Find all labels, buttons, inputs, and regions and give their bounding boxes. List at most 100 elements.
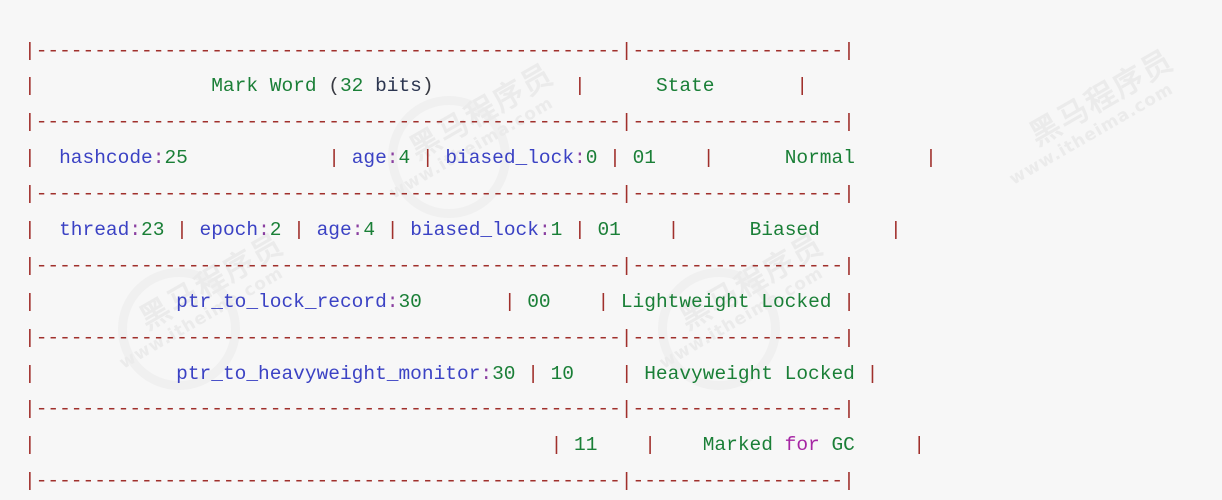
field-name: age <box>317 219 352 241</box>
open-paren-glyph: ( <box>328 75 340 97</box>
pipe-glyph: | <box>890 219 902 241</box>
field-name: ptr_to_heavyweight_monitor <box>176 363 480 385</box>
pad <box>516 363 528 385</box>
pipe-glyph: | <box>703 147 715 169</box>
colon-glyph: : <box>387 147 399 169</box>
pad <box>188 219 200 241</box>
pad <box>656 434 703 456</box>
pad <box>551 291 598 313</box>
pad <box>586 219 598 241</box>
lock-bits: 10 <box>551 363 574 385</box>
state-label-after: GC <box>831 434 854 456</box>
lock-bits: 00 <box>527 291 550 313</box>
pipe-glyph: | <box>24 219 36 241</box>
pipe-glyph: | <box>843 291 855 313</box>
separator-row: |---------------------------------------… <box>24 392 937 428</box>
pipe-glyph: | <box>574 219 586 241</box>
pad <box>621 147 633 169</box>
pipe-glyph: | <box>609 147 621 169</box>
pipe-glyph: | <box>551 434 563 456</box>
field-width: 30 <box>492 363 515 385</box>
pad <box>621 219 668 241</box>
separator-row: |---------------------------------------… <box>24 34 937 70</box>
pad <box>305 219 317 241</box>
table-row: | ptr_to_lock_record:30 | 00 | Lightweig… <box>24 285 937 321</box>
table-row: | thread:23 | epoch:2 | age:4 | biased_l… <box>24 213 937 249</box>
header-state: State <box>656 75 715 97</box>
colon-glyph: : <box>129 219 141 241</box>
separator-row: |---------------------------------------… <box>24 177 937 213</box>
pipe-glyph: | <box>527 363 539 385</box>
separator-line: |---------------------------------------… <box>24 398 855 420</box>
separator-line: |---------------------------------------… <box>24 183 855 205</box>
field-width: 30 <box>398 291 421 313</box>
pipe-glyph: | <box>597 291 609 313</box>
pipe-glyph: | <box>328 147 340 169</box>
pad <box>574 363 621 385</box>
separator-row: |---------------------------------------… <box>24 464 937 500</box>
field-name: biased_lock <box>410 219 539 241</box>
pipe-glyph: | <box>422 147 434 169</box>
pipe-glyph: | <box>668 219 680 241</box>
pad <box>855 434 914 456</box>
pad <box>679 219 749 241</box>
lock-bits: 01 <box>597 219 620 241</box>
state-label: Normal <box>785 147 855 169</box>
field-name: ptr_to_lock_record <box>176 291 387 313</box>
pad <box>36 291 176 313</box>
pipe-glyph: | <box>24 75 36 97</box>
pad <box>188 147 328 169</box>
header-bits-value: 32 <box>340 75 363 97</box>
pad <box>36 219 59 241</box>
field-width: 4 <box>399 147 411 169</box>
field-width: 0 <box>586 147 598 169</box>
colon-glyph: : <box>153 147 165 169</box>
pad <box>516 291 528 313</box>
pad <box>597 147 609 169</box>
pipe-glyph: | <box>913 434 925 456</box>
pipe-glyph: | <box>621 363 633 385</box>
state-label: Biased <box>750 219 820 241</box>
colon-glyph: : <box>539 219 551 241</box>
pad <box>164 219 176 241</box>
pipe-glyph: | <box>867 363 879 385</box>
pad <box>434 75 574 97</box>
watermark-text: www.itheima.com <box>1006 79 1177 189</box>
state-label: Lightweight Locked <box>621 291 832 313</box>
header-row: | Mark Word (32 bits) | State | <box>24 69 937 105</box>
pad <box>714 147 784 169</box>
pad <box>375 219 387 241</box>
field-name: hashcode <box>59 147 153 169</box>
separator-line: |---------------------------------------… <box>24 255 855 277</box>
pad <box>773 434 785 456</box>
colon-glyph: : <box>387 291 399 313</box>
close-paren-glyph: ) <box>422 75 434 97</box>
separator-row: |---------------------------------------… <box>24 249 937 285</box>
field-name: biased_lock <box>445 147 574 169</box>
pad <box>656 147 703 169</box>
pad <box>317 75 329 97</box>
pad <box>855 363 867 385</box>
header-bits-label: bits <box>375 75 422 97</box>
pad <box>597 434 644 456</box>
pipe-glyph: | <box>24 363 36 385</box>
pad <box>855 147 925 169</box>
mark-word-ascii-table: |---------------------------------------… <box>0 20 937 500</box>
pad <box>281 219 293 241</box>
pad <box>399 219 411 241</box>
pad <box>36 147 59 169</box>
field-width: 25 <box>164 147 187 169</box>
colon-glyph: : <box>352 219 364 241</box>
pad <box>633 363 645 385</box>
separator-line: |---------------------------------------… <box>24 111 855 133</box>
pipe-glyph: | <box>504 291 516 313</box>
colon-glyph: : <box>574 147 586 169</box>
pipe-glyph: | <box>293 219 305 241</box>
field-name: thread <box>59 219 129 241</box>
field-width: 23 <box>141 219 164 241</box>
pad <box>36 434 551 456</box>
colon-glyph: : <box>258 219 270 241</box>
separator-line: |---------------------------------------… <box>24 40 855 62</box>
pad <box>831 291 843 313</box>
table-row: | | 11 | Marked for GC | <box>24 428 937 464</box>
